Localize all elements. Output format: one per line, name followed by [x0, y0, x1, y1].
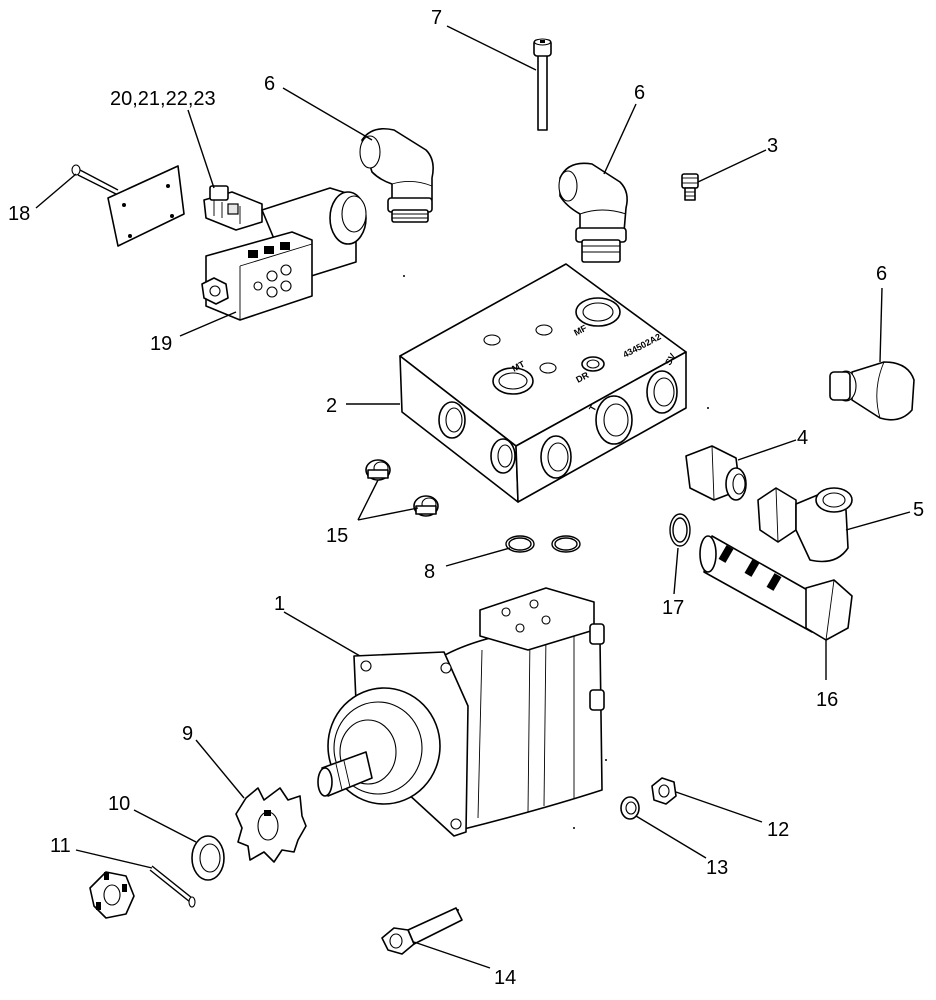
callout-18: 18	[8, 203, 30, 225]
nut-part-12	[651, 777, 677, 805]
connector-parts-20-23	[203, 185, 263, 231]
callout-16: 16	[816, 689, 838, 711]
port-mark-t: T	[587, 403, 599, 413]
callout-7: 7	[431, 7, 442, 29]
callout-13: 13	[706, 857, 728, 879]
callout-12: 12	[767, 819, 789, 841]
cotter-pin-part-11	[149, 865, 196, 908]
callout-9: 9	[182, 723, 193, 745]
callout-5: 5	[913, 499, 924, 521]
callout-19: 19	[150, 333, 172, 355]
washer-part-10	[191, 835, 225, 881]
callout-20-21-22-23: 20,21,22,23	[110, 88, 216, 110]
elbow-fitting-part-6-left	[359, 127, 434, 223]
plug-part-15-upper	[365, 459, 391, 481]
castle-nut	[89, 871, 135, 919]
adapter-part-4	[685, 445, 747, 501]
cap-screw-part-7	[533, 38, 552, 131]
callout-labels: 7 6 6 3 20,21,22,23 18 19 2 6 4 5 15 8 1…	[8, 7, 924, 989]
fitting-part-3	[681, 173, 699, 201]
callout-8: 8	[424, 561, 435, 583]
swivel-elbow-part-5	[757, 487, 853, 563]
callout-14: 14	[494, 967, 516, 989]
callout-2: 2	[326, 395, 337, 417]
callout-4: 4	[797, 427, 808, 449]
leader-lines	[35, 25, 911, 969]
lock-washer-part-13	[620, 796, 640, 820]
pin-part-18	[71, 164, 119, 195]
callout-17: 17	[662, 597, 684, 619]
elbow-fitting-part-6-right	[829, 361, 915, 421]
cartridge-valve-part-16	[699, 535, 853, 641]
callout-11: 11	[50, 835, 71, 857]
solenoid-valve-part-19	[201, 187, 367, 321]
plate	[107, 165, 185, 247]
callout-15: 15	[326, 525, 348, 547]
o-ring-part-17	[669, 513, 691, 547]
callout-6-left: 6	[264, 73, 275, 95]
o-rings-part-8	[505, 535, 581, 553]
callout-6-middle: 6	[634, 82, 645, 104]
elbow-fitting-part-6-middle	[558, 162, 628, 263]
hydraulic-motor-part-1	[317, 587, 605, 837]
flange-bolt-part-14	[381, 907, 463, 955]
callout-3: 3	[767, 135, 778, 157]
sprocket-part-9	[235, 787, 307, 863]
callout-1: 1	[274, 593, 285, 615]
callout-10: 10	[108, 793, 130, 815]
plug-part-15-lower	[413, 495, 439, 517]
manifold-block-part-2: MT MF DR 434502A2 T SV	[399, 263, 687, 503]
callout-6-right: 6	[876, 263, 887, 285]
stray-dots	[403, 275, 709, 911]
